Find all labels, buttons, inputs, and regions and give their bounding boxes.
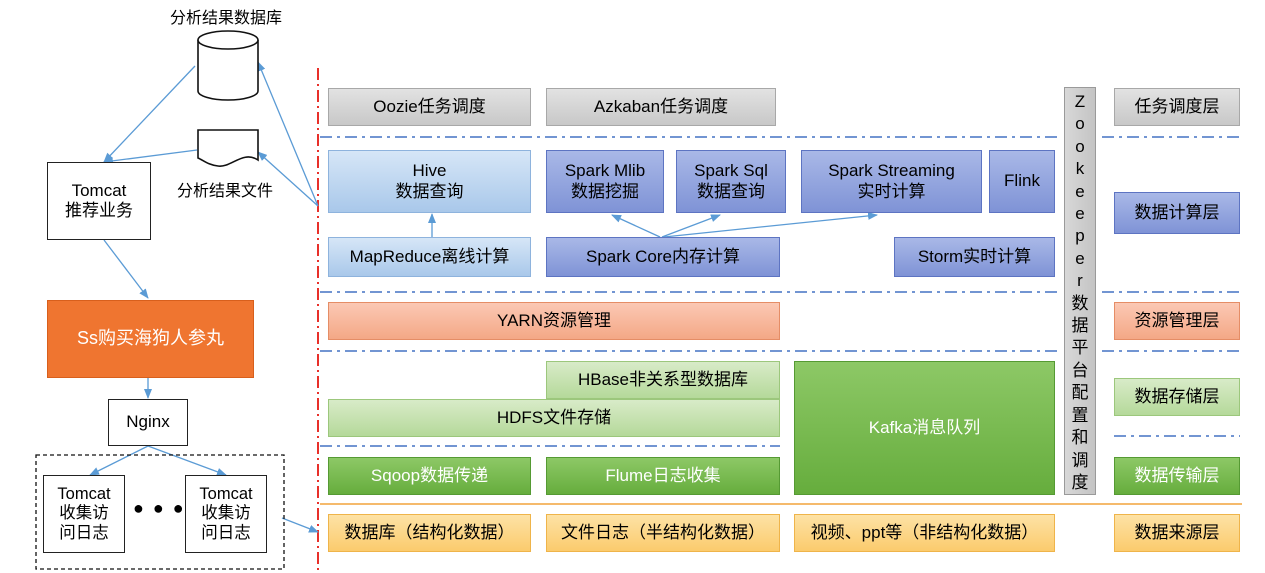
database-icon [197,30,259,101]
zk-char: o [1075,114,1085,134]
hive-line1: Hive [412,161,447,181]
arrow-nginx-log2 [147,445,227,476]
arrow-logs-source [281,517,319,533]
spark-streaming-line2: 实时计算 [857,181,926,201]
spark-streaming-line1: Spark Streaming [828,161,955,181]
source-db-box[interactable]: 数据库（结构化数据） [328,514,531,552]
sqoop-box[interactable]: Sqoop数据传递 [328,457,531,495]
spark-mlib-line2: 数据挖掘 [571,181,639,201]
tomcat-log2-line2: 收集访 [201,504,251,523]
zk-char: 配 [1071,383,1089,403]
spark-sql-line2: 数据查询 [696,181,765,201]
tomcat-log1-line3: 问日志 [59,523,109,542]
tomcat-rec-line1: Tomcat [71,180,127,200]
layer-label-source: 数据来源层 [1114,514,1240,552]
storm-box[interactable]: Storm实时计算 [894,237,1055,277]
log-collectors-group [35,454,285,570]
layer-label-resource: 资源管理层 [1114,302,1240,340]
arrow-core-mlib [611,214,661,238]
flume-box[interactable]: Flume日志收集 [546,457,780,495]
spark-mlib-line1: Spark Mlib [564,161,646,181]
tomcat-recommend-box[interactable]: Tomcat 推荐业务 [47,162,151,240]
arrow-core-streaming [663,211,878,238]
zk-char: r [1077,271,1083,291]
spark-streaming-box[interactable]: Spark Streaming 实时计算 [801,150,982,213]
zk-char: 置 [1071,405,1089,425]
tomcat-rec-line2: 推荐业务 [65,201,133,220]
zk-char: 和 [1071,428,1089,448]
result-file-label: 分析结果文件 [177,183,274,200]
hive-line2: 数据查询 [395,181,464,201]
zk-char: o [1075,136,1085,156]
zk-char: e [1075,181,1085,201]
layer-label-storage: 数据存储层 [1114,378,1240,416]
layer-label-transport: 数据传输层 [1114,457,1240,495]
zk-char: 调 [1071,450,1089,470]
arrow-hive-result-file [257,151,319,207]
kafka-box[interactable]: Kafka消息队列 [794,361,1055,495]
azkaban-box[interactable]: Azkaban任务调度 [546,88,776,126]
zookeeper-bar[interactable]: Z o o k e e p e r 数 据 平 台 配 置 和 调 度 [1064,87,1096,495]
arrow-db-tomcat [103,65,196,163]
document-icon [197,129,259,167]
yarn-box[interactable]: YARN资源管理 [328,302,780,340]
tomcat-log2-line3: 问日志 [201,523,251,542]
hdfs-box[interactable]: HDFS文件存储 [328,399,780,437]
flink-box[interactable]: Flink [989,150,1055,213]
hbase-box[interactable]: HBase非关系型数据库 [546,361,780,399]
source-video-box[interactable]: 视频、ppt等（非结构化数据） [794,514,1055,552]
zk-char: 度 [1071,472,1089,492]
zk-char: Z [1074,92,1086,111]
zk-char: p [1075,226,1085,246]
zk-char: e [1075,204,1085,224]
zk-char: 平 [1071,338,1089,358]
mapreduce-box[interactable]: MapReduce离线计算 [328,237,531,277]
oozie-box[interactable]: Oozie任务调度 [328,88,531,126]
tomcat-log-box-2[interactable]: Tomcat 收集访 问日志 [185,475,267,553]
tomcat-log-box-1[interactable]: Tomcat 收集访 问日志 [43,475,125,553]
nginx-box[interactable]: Nginx [108,399,188,446]
spark-sql-box[interactable]: Spark Sql 数据查询 [676,150,786,213]
spark-sql-line1: Spark Sql [694,161,768,181]
arrow-core-sql [661,214,721,238]
zk-char: e [1075,248,1085,268]
zk-char: 数 [1071,293,1089,313]
ellipsis-dots: ● ● ● [133,498,186,518]
zk-char: 台 [1071,360,1089,380]
tomcat-log1-line1: Tomcat [57,484,111,503]
source-log-box[interactable]: 文件日志（半结构化数据） [546,514,780,552]
layer-label-compute: 数据计算层 [1114,192,1240,234]
result-db-label: 分析结果数据库 [170,10,283,27]
arrow-tomcat-product [103,239,149,299]
product-box[interactable]: Ss购买海狗人参丸 [47,300,254,378]
spark-mlib-box[interactable]: Spark Mlib 数据挖掘 [546,150,664,213]
tomcat-log1-line2: 收集访 [59,504,109,523]
zk-char: k [1075,159,1085,179]
tomcat-log2-line1: Tomcat [199,484,253,503]
layer-label-scheduling: 任务调度层 [1114,88,1240,126]
arrow-hive-result-db [257,61,319,207]
zk-char: 据 [1071,316,1089,336]
hive-box[interactable]: Hive 数据查询 [328,150,531,213]
spark-core-box[interactable]: Spark Core内存计算 [546,237,780,277]
arrow-nginx-log1 [89,445,149,476]
arrow-file-tomcat [103,149,198,165]
